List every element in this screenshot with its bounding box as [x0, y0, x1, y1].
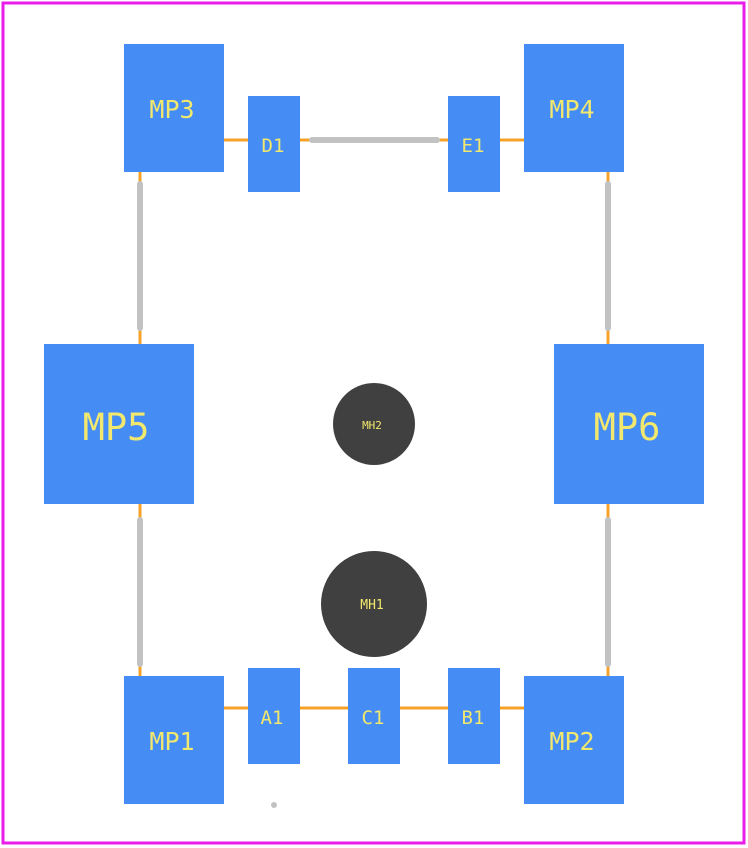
pad-e1	[448, 96, 500, 192]
label-mp2: MP2	[549, 727, 594, 756]
label-mp6: MP6	[594, 406, 661, 449]
mounting-hole-mh1	[321, 551, 427, 657]
label-b1: B1	[462, 707, 485, 729]
label-e1: E1	[462, 135, 485, 157]
pad-mp6	[554, 344, 704, 504]
pad-b1	[448, 668, 500, 764]
pin1-marker	[271, 802, 277, 808]
label-a1: A1	[261, 707, 284, 729]
silkscreen	[137, 137, 611, 667]
label-d1: D1	[262, 135, 285, 157]
label-mp5: MP5	[83, 406, 150, 449]
pad-mp3	[124, 44, 224, 172]
pad-mp4	[524, 44, 624, 172]
mounting-hole-mh2	[333, 383, 415, 465]
label-mh1: MH1	[360, 598, 383, 613]
label-mp3: MP3	[149, 95, 194, 124]
label-mp1: MP1	[149, 727, 194, 756]
pad-mp5	[44, 344, 194, 504]
pad-mp1	[124, 676, 224, 804]
pad-d1	[248, 96, 300, 192]
pad-c1	[348, 668, 400, 764]
pad-mp2	[524, 676, 624, 804]
pad-a1	[248, 668, 300, 764]
label-mh2: MH2	[362, 419, 382, 432]
pads	[44, 44, 704, 804]
label-mp4: MP4	[549, 95, 594, 124]
label-c1: C1	[362, 707, 385, 729]
